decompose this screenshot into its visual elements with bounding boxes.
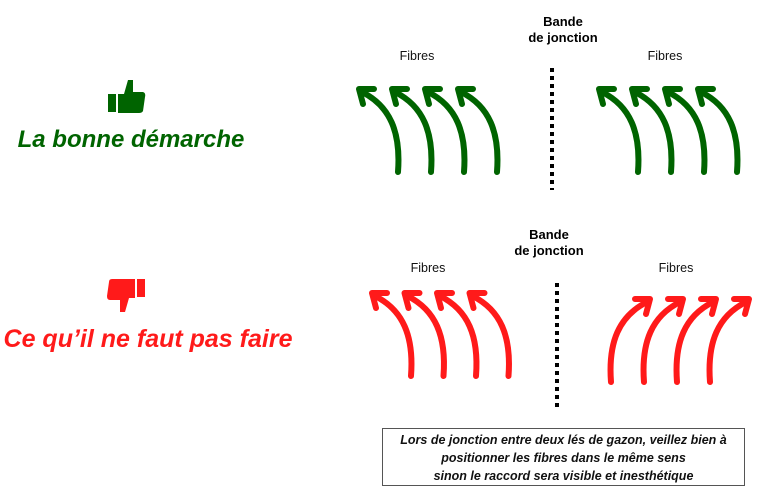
fibre-arrow-good-right (596, 86, 642, 175)
band-label-good: Bande de jonction (503, 14, 623, 46)
band-label-line2: de jonction (528, 30, 598, 45)
fibre-arrow-bad-left (369, 290, 415, 379)
fibre-arrow-good-right (662, 86, 708, 175)
fibre-arrow-bad-left (401, 290, 447, 379)
fibre-arrow-bad-left (466, 290, 512, 379)
fibres-label-good-right: Fibres (647, 49, 683, 63)
fibres-label-bad-right: Fibres (658, 261, 694, 275)
band-label-bad: Bande de jonction (489, 227, 609, 259)
note-line-1: Lors de jonction entre deux lés de gazon… (400, 433, 727, 447)
band-label-line1: Bande (529, 227, 569, 242)
fibre-arrow-bad-right (673, 296, 719, 385)
note-line-2: positionner les fibres dans le même sens (441, 451, 686, 465)
fibres-label-good-left: Fibres (399, 49, 435, 63)
fibre-arrow-good-left (455, 86, 501, 175)
good-practice-title: La bonne démarche (17, 126, 245, 153)
fibre-arrow-good-left (389, 86, 435, 175)
fibre-arrow-bad-right (640, 296, 686, 385)
note-line-3: sinon le raccord sera visible et inesthé… (433, 469, 694, 483)
thumbs-down-icon (107, 279, 145, 312)
bad-practice-title: Ce qu’il ne faut pas faire (3, 325, 293, 353)
fibre-arrow-good-left (356, 86, 402, 175)
fibre-arrow-bad-right (607, 296, 653, 385)
fibre-arrow-good-right (695, 86, 741, 175)
fibre-arrow-good-left (422, 86, 468, 175)
fibre-arrow-bad-right (706, 296, 752, 385)
thumbs-up-icon (108, 80, 146, 113)
advice-note-box: Lors de jonction entre deux lés de gazon… (382, 428, 745, 486)
band-label-line2: de jonction (514, 243, 584, 258)
band-label-line1: Bande (543, 14, 583, 29)
fibre-arrow-good-right (629, 86, 675, 175)
fibre-arrow-bad-left (434, 290, 480, 379)
fibres-label-bad-left: Fibres (410, 261, 446, 275)
